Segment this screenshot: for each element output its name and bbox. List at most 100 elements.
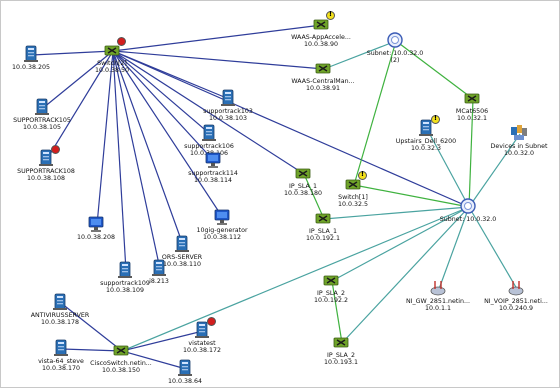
node-label: SUPPORTRACK105 10.0.38.105	[13, 117, 71, 131]
node-subnet-center[interactable]: Subnet: 10.0.32.0	[435, 197, 501, 223]
link-switch2-srv205	[31, 50, 114, 56]
link-upstairs-subnet_center	[426, 128, 470, 208]
switch-icon	[103, 37, 126, 59]
link-ipsla2a-subnet_center	[331, 206, 470, 282]
server-icon	[200, 124, 218, 142]
node-ni-gw-2851[interactable]: NI_GW_2851.netin... 10.0.1.1	[403, 279, 473, 312]
link-mcat-subnet_center	[468, 98, 474, 208]
link-ciscosw-subnet_center	[121, 206, 470, 352]
node-label: supportrack114 10.0.38.114	[188, 170, 238, 184]
switch-icon	[314, 209, 332, 227]
switch-icon	[463, 89, 481, 107]
node-devices-in-subnet[interactable]: Devices in Subnet 10.0.32.0	[485, 124, 553, 157]
link-switch2-subnet_center	[112, 50, 470, 208]
node-supportrack103[interactable]: supportrack103 10.0.38.103	[195, 89, 261, 122]
node-10-0-38-64[interactable]: 10.0.38.64	[161, 359, 209, 385]
server-icon	[33, 98, 51, 116]
link-ipsla1b-subnet_center	[323, 206, 470, 220]
node-ip-sla-2-b[interactable]: IP_SLA_2 10.0.193.1	[317, 333, 365, 366]
node-ip-sla-1-b[interactable]: IP_SLA_1 10.0.192.1	[299, 209, 347, 242]
node-vista-64-steve[interactable]: vista-64_steve 10.0.38.170	[31, 339, 91, 372]
node-label: NI_GW_2851.netin... 10.0.1.1	[405, 298, 471, 312]
node-supportrack114[interactable]: supportrack114 10.0.38.114	[181, 151, 245, 184]
switch-icon	[314, 59, 332, 77]
node-server-205[interactable]: 10.0.38.205	[9, 45, 53, 71]
node-waas-central[interactable]: WAAS-CentralMan... 10.0.38.91	[285, 59, 361, 92]
monitor-icon	[213, 208, 231, 226]
node-monitor-208[interactable]: 10.0.38.208	[71, 215, 121, 241]
server-icon	[22, 45, 40, 63]
node-label: IP_SLA_1 10.0.192.1	[305, 228, 341, 242]
node-supportrack105[interactable]: SUPPORTRACK105 10.0.38.105	[13, 98, 71, 131]
node-antivirus-server[interactable]: ANTIVIRUSSERVER 10.0.38.178	[27, 293, 93, 326]
monitor-icon	[204, 151, 222, 169]
switch-icon	[112, 341, 130, 359]
server-icon	[37, 145, 60, 167]
node-waas-app[interactable]: WAAS-AppAccele... 10.0.38.90	[283, 10, 359, 48]
node-switch-2[interactable]: Switch[2] 10.0.38.50	[87, 37, 137, 74]
node-label: vistatest 10.0.38.172	[182, 340, 222, 354]
critical-alert-icon	[207, 317, 216, 326]
server-icon	[116, 261, 134, 279]
node-label: IP_SLA_1 10.0.38.180	[283, 183, 323, 197]
monitor-icon	[87, 215, 105, 233]
node-label: supportrack109 10.0.38.109	[100, 280, 150, 294]
node-label: ANTIVIRUSSERVER 10.0.38.178	[30, 312, 90, 326]
node-ip-sla-1-a[interactable]: IP_SLA_1 10.0.38.180	[279, 164, 327, 197]
server-icon	[51, 293, 69, 311]
warning-alert-icon	[431, 114, 440, 124]
node-label: 10.0.38.205	[11, 64, 51, 71]
critical-alert-icon	[51, 145, 60, 154]
devices-cluster-icon	[510, 124, 528, 142]
subnet-icon	[386, 31, 404, 49]
node-ip-sla-2-a[interactable]: IP_SLA_2 10.0.192.2	[307, 271, 355, 304]
node-i8-213[interactable]: i8.213	[143, 259, 175, 285]
link-switch2-ors	[112, 50, 184, 246]
server-icon	[193, 317, 216, 339]
node-label: vista-64_steve 10.0.38.170	[38, 358, 84, 372]
link-ciscosw-n64	[121, 350, 187, 370]
node-label: MCat6506 10.0.32.1	[455, 108, 489, 122]
node-label: Upstairs_Dell_6200 10.0.32.3	[395, 138, 457, 152]
link-nigw-subnet_center	[438, 206, 470, 290]
subnet-icon	[459, 197, 477, 215]
node-ors-server[interactable]: ORS-SERVER 10.0.38.110	[153, 235, 211, 268]
node-ni-voip-2851[interactable]: NI_VOIP_2851.neti... 10.0.240.9	[479, 279, 553, 312]
switch-icon	[344, 170, 367, 193]
link-switch2-st106	[112, 50, 211, 135]
link-switch2-st109	[112, 50, 127, 272]
node-vistatest[interactable]: vistatest 10.0.38.172	[177, 317, 227, 354]
router-icon	[507, 279, 525, 297]
node-upstairs-dell[interactable]: Upstairs_Dell_6200 10.0.32.3	[389, 114, 463, 152]
link-ciscosw-antivirus	[60, 302, 123, 352]
node-subnet-top[interactable]: Subnet: 10.0.32.0 (2)	[363, 31, 427, 64]
node-label: 10gig-generator 10.0.38.112	[196, 227, 248, 241]
node-cisco-switch[interactable]: CiscoSwitch.netin... 10.0.38.150	[87, 341, 155, 374]
node-supportrack108[interactable]: SUPPORTRACK108 10.0.38.108	[15, 145, 77, 182]
link-ipsla2a-ipsla2b	[331, 280, 343, 344]
link-subnet_top-mcat	[395, 40, 474, 100]
node-label: supportrack103 10.0.38.103	[203, 108, 253, 122]
switch-icon	[332, 333, 350, 351]
node-mcat6506[interactable]: MCat6506 10.0.32.1	[447, 89, 497, 122]
server-icon	[417, 114, 440, 137]
link-ciscosw-vista64	[61, 348, 123, 352]
server-icon	[52, 339, 70, 357]
node-label: Switch[1] 10.0.32.5	[337, 194, 369, 208]
node-label: IP_SLA_2 10.0.193.1	[323, 352, 359, 366]
link-nivoip-subnet_center	[468, 206, 518, 290]
node-label: 10.0.38.64	[167, 378, 203, 385]
link-ciscosw-vistatest	[121, 330, 204, 352]
switch-icon	[294, 164, 312, 182]
node-label: CiscoSwitch.netin... 10.0.38.150	[90, 360, 152, 374]
node-switch-1[interactable]: Switch[1] 10.0.32.5	[331, 170, 375, 208]
node-label: IP_SLA_2 10.0.192.2	[313, 290, 349, 304]
node-supportrack109[interactable]: supportrack109 10.0.38.109	[95, 261, 155, 294]
node-10gig-generator[interactable]: 10gig-generator 10.0.38.112	[189, 208, 255, 241]
link-switch2-st108	[46, 50, 114, 160]
link-switch2-waas_central	[112, 50, 325, 70]
router-icon	[429, 279, 447, 297]
server-icon	[173, 235, 191, 253]
node-label: NI_VOIP_2851.neti... 10.0.240.9	[484, 298, 548, 312]
